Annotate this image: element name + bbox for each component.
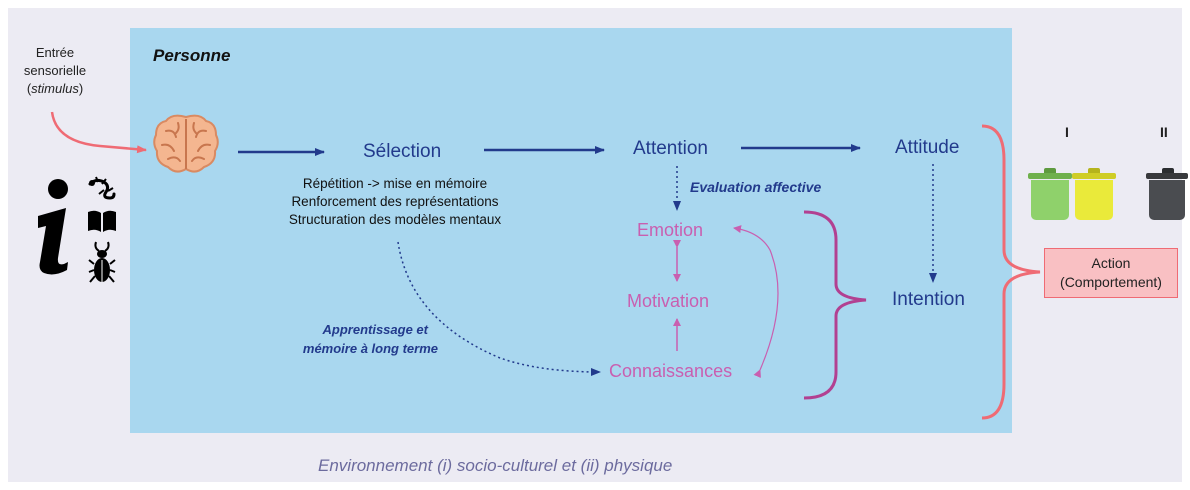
action-label: Action (1091, 255, 1131, 271)
bin-group-2-label: II (1160, 124, 1168, 140)
node-connaissances: Connaissances (609, 361, 733, 381)
info-icon (28, 178, 78, 278)
selection-details: Répétition -> mise en mémoire Renforceme… (270, 175, 520, 229)
sensory-input-line2: sensorielle (23, 63, 87, 78)
action-box: Action (Comportement) (1044, 248, 1178, 298)
node-intention: Intention (892, 289, 965, 310)
sensory-input-line1: Entrée (35, 45, 75, 60)
node-motivation: Motivation (627, 291, 710, 311)
sensory-input-label: Entrée sensorielle (stimulus) (12, 44, 98, 98)
trash-icon (1072, 168, 1116, 222)
node-selection: Sélection (363, 141, 442, 162)
selection-detail: Renforcement des représentations (291, 194, 499, 209)
bin-group-1-label: I (1065, 124, 1069, 140)
learning-label: Apprentissage et mémoire à long terme (268, 320, 438, 358)
learning-label-line2: mémoire à long terme (302, 341, 438, 356)
learning-label-line1: Apprentissage et (322, 322, 428, 337)
person-box (130, 28, 1012, 433)
brain-icon (152, 113, 220, 175)
node-emotion: Emotion (637, 220, 704, 240)
evaluation-affective-label: Evaluation affective (690, 179, 822, 195)
beetle-icon (88, 240, 116, 286)
node-attitude: Attitude (895, 137, 960, 158)
person-title: Personne (153, 46, 231, 65)
environment-label: Environnement (i) socio-culturel et (ii)… (318, 456, 673, 475)
lizard-icon (86, 176, 118, 204)
trash-icon (1146, 168, 1190, 222)
book-icon (86, 208, 118, 234)
sensory-input-line3: (stimulus) (26, 81, 84, 96)
node-attention: Attention (633, 138, 708, 159)
selection-detail: Structuration des modèles mentaux (288, 212, 502, 227)
selection-detail: Répétition -> mise en mémoire (302, 176, 488, 191)
trash-icon (1028, 168, 1072, 222)
behaviour-label: (Comportement) (1060, 274, 1162, 290)
